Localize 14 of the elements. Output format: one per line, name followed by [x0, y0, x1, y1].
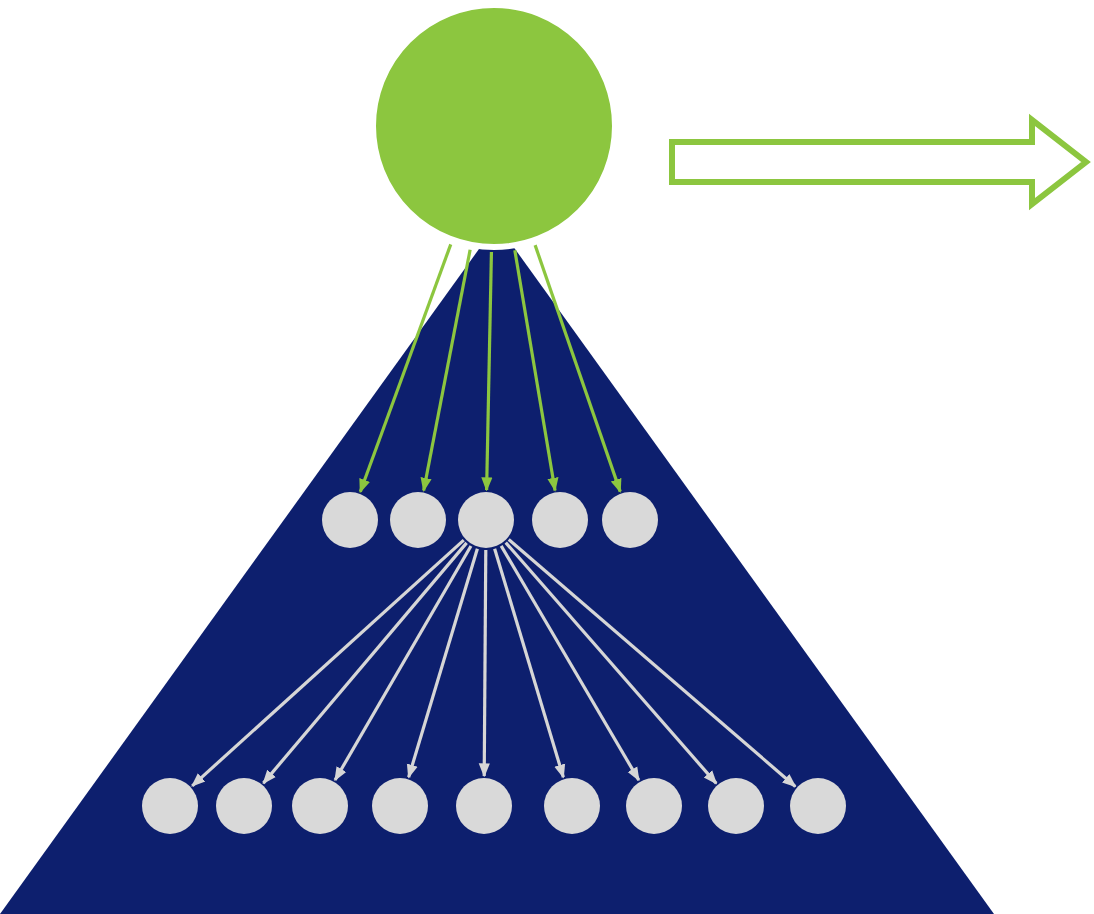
- arrow: [504, 541, 718, 785]
- arrow: [507, 538, 797, 788]
- arrow: [533, 244, 622, 493]
- arrow: [513, 250, 559, 492]
- arrow: [499, 545, 641, 782]
- arrow: [358, 243, 453, 494]
- arrow: [262, 541, 468, 785]
- arrow: [478, 550, 490, 778]
- arrow: [333, 545, 473, 782]
- arrow: [481, 251, 494, 492]
- arrow: [420, 249, 472, 492]
- arrow: [493, 548, 566, 779]
- arrow: [406, 548, 479, 779]
- arrow: [191, 538, 465, 788]
